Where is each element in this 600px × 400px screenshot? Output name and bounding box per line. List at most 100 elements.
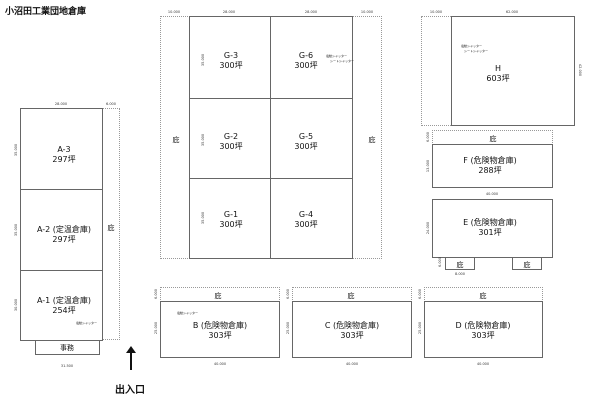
office-a <box>35 340 100 355</box>
unit-c[interactable]: C (危険物倉庫)303坪 <box>325 321 379 341</box>
unit-area: 300坪 <box>294 61 318 70</box>
unit-name: E (危険物倉庫) <box>463 218 517 227</box>
unit-area: 254坪 <box>52 306 76 315</box>
dim-e-canopy-width: 8.000 <box>454 272 466 276</box>
canopy-e-2 <box>512 257 542 270</box>
eave-label: 庇 <box>172 136 180 144</box>
dim-a3: 35.000 <box>14 143 18 157</box>
unit-area: 300坪 <box>294 142 318 151</box>
unit-name: B (危険物倉庫) <box>192 321 248 330</box>
unit-name: F (危険物倉庫) <box>463 156 517 165</box>
divider <box>270 16 271 259</box>
building-f <box>432 144 553 188</box>
building-b <box>160 301 280 358</box>
unit-name: G-6 <box>298 51 314 60</box>
eave-label: 庇 <box>214 292 222 300</box>
unit-a1[interactable]: A-1 (定温倉庫)254坪 <box>37 296 91 316</box>
eave-label: 庇 <box>479 292 487 300</box>
unit-f[interactable]: F (危険物倉庫)288坪 <box>463 156 516 176</box>
dim-g-right: 10.000 <box>360 10 374 14</box>
divider <box>20 270 103 271</box>
dim-a2: 35.000 <box>14 223 18 237</box>
unit-name: G-2 <box>223 132 239 141</box>
eave-label: 庇 <box>368 136 376 144</box>
dim-a-canopy: 6.000 <box>105 102 117 106</box>
shutter-note: 電動シャッター <box>461 44 483 48</box>
dim-c-width: 40.000 <box>345 362 359 366</box>
unit-area: 300坪 <box>219 220 243 229</box>
unit-name: G-5 <box>298 132 314 141</box>
unit-name: A-1 (定温倉庫) <box>36 296 92 305</box>
eave-label: 庇 <box>347 292 355 300</box>
dim-h-height: 42.000 <box>578 63 582 77</box>
eave-label: 庇 <box>489 135 497 143</box>
sheet-shutter-note: シートシャッター <box>330 59 355 63</box>
dim-g-w1: 28.000 <box>222 10 236 14</box>
unit-e[interactable]: E (危険物倉庫)301坪 <box>463 218 517 238</box>
office-label: 事務 <box>60 344 74 352</box>
arrow-head-icon <box>126 346 136 353</box>
building-e <box>432 199 553 258</box>
eave-label: 庇 <box>107 224 115 232</box>
dim-g2: 35.000 <box>201 133 205 147</box>
unit-d[interactable]: D (危険物倉庫)303坪 <box>456 321 511 341</box>
unit-area: 297坪 <box>52 155 76 164</box>
dim-d-canopy: 6.000 <box>418 288 422 300</box>
unit-name: D (危険物倉庫) <box>455 321 511 330</box>
entrance-arrow-icon <box>130 352 132 370</box>
unit-a2[interactable]: A-2 (定温倉庫)297坪 <box>37 225 91 245</box>
unit-area: 300坪 <box>219 142 243 151</box>
eave-label: 庇 <box>456 261 464 269</box>
unit-area: 303坪 <box>208 331 232 340</box>
unit-name: C (危険物倉庫) <box>324 321 380 330</box>
dim-d-width: 40.000 <box>476 362 490 366</box>
building-h <box>451 16 575 126</box>
building-g <box>189 16 353 259</box>
dim-d-height: 25.000 <box>418 321 422 335</box>
unit-area: 303坪 <box>471 331 495 340</box>
unit-area: 288坪 <box>478 166 502 175</box>
unit-name: H <box>494 64 501 73</box>
dim-g1: 35.000 <box>201 211 205 225</box>
dim-b-height: 25.000 <box>154 321 158 335</box>
dim-g-w2: 28.000 <box>304 10 318 14</box>
unit-name: G-3 <box>223 51 239 60</box>
unit-name: G-4 <box>298 210 314 219</box>
unit-b[interactable]: B (危険物倉庫)303坪 <box>193 321 247 341</box>
unit-area: 300坪 <box>219 61 243 70</box>
entrance-label: 出入口 <box>115 385 145 396</box>
dim-e-width: 40.000 <box>485 192 499 196</box>
dim-g-left: 10.000 <box>167 10 181 14</box>
page-title: 小沼田工業団地倉庫 <box>5 7 87 17</box>
unit-area: 303坪 <box>340 331 364 340</box>
dim-h-left: 10.000 <box>429 10 443 14</box>
dim-c-canopy: 6.000 <box>286 288 290 300</box>
dim-h-width: 62.000 <box>505 10 519 14</box>
unit-name: A-2 (定温倉庫) <box>36 225 92 234</box>
shutter-note: 電動シャッター <box>326 54 348 58</box>
sheet-shutter-note: シートシャッター <box>464 49 489 53</box>
dim-f-canopy: 6.000 <box>426 131 430 143</box>
divider <box>189 98 353 99</box>
unit-name: G-1 <box>223 210 239 219</box>
canopy-e-1 <box>445 257 475 270</box>
dim-a-width: 28.000 <box>54 102 68 106</box>
divider <box>20 189 103 190</box>
dim-b-width: 40.000 <box>213 362 227 366</box>
unit-area: 297坪 <box>52 235 76 244</box>
dim-a1: 30.000 <box>14 298 18 312</box>
building-d <box>424 301 543 358</box>
shutter-note: 電動シャッター <box>177 311 199 315</box>
dim-e-height: 24.000 <box>426 221 430 235</box>
unit-area: 603坪 <box>486 74 510 83</box>
unit-name: A-3 <box>57 145 71 154</box>
